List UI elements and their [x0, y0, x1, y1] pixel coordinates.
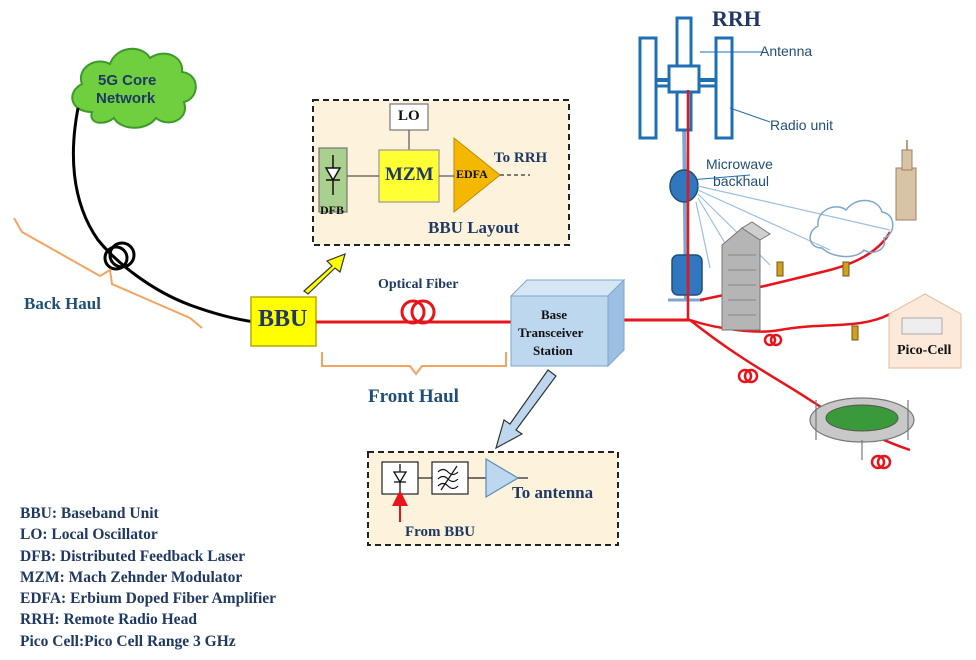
bts-box	[509, 278, 626, 368]
radio-unit-label: Radio unit	[770, 117, 834, 133]
core-network-label-2: Network	[96, 90, 156, 107]
rrh-title: RRH	[712, 6, 761, 31]
bts-label-1: Base	[541, 307, 567, 322]
bbu-box	[250, 296, 317, 347]
dfb-label: DFB	[320, 203, 344, 217]
front-haul-fiber	[316, 299, 690, 325]
pico-cell-house	[888, 293, 962, 369]
stadium-icon	[809, 397, 915, 460]
edfa-triangle	[453, 136, 501, 214]
legend-item: MZM: Mach Zehnder Modulator	[20, 568, 243, 586]
front-haul-label: Front Haul	[368, 386, 459, 407]
amplifier-triangle	[485, 457, 520, 499]
from-bbu-label: From BBU	[405, 524, 476, 540]
legend-item: RRH: Remote Radio Head	[20, 611, 197, 629]
bts-to-layout-arrow	[495, 369, 557, 450]
to-rrh-label: To RRH	[494, 150, 548, 166]
microwave-label-1: Microwave	[706, 156, 773, 172]
lo-box	[389, 103, 429, 131]
rrh-tower	[638, 16, 891, 302]
bbu-to-layout-arrow	[303, 253, 346, 295]
legend-item: Pico Cell:Pico Cell Range 3 GHz	[20, 632, 236, 650]
rrh-cloud-outline	[809, 199, 894, 258]
to-antenna-label: To antenna	[512, 483, 594, 502]
microwave-label-2: backhaul	[713, 173, 770, 189]
legend-item: BBU: Baseband Unit	[20, 505, 159, 522]
lo-label: LO	[398, 108, 420, 124]
core-network-label-1: 5G Core	[98, 72, 157, 89]
filter-box	[431, 461, 469, 495]
bts-label-2: Transceiver	[518, 325, 584, 340]
photodiode-icon	[392, 464, 408, 492]
building-icon	[721, 221, 771, 331]
legend: BBU: Baseband Unit LO: Local Oscillator …	[20, 503, 276, 652]
landmark-building-icon	[895, 140, 917, 221]
antenna-label: Antenna	[760, 43, 813, 59]
backhaul-cable	[71, 107, 256, 324]
mzm-label: MZM	[385, 164, 434, 185]
back-haul-label: Back Haul	[24, 294, 101, 313]
front-haul-bracket	[321, 352, 507, 376]
diode-icon	[324, 155, 342, 195]
bts-label-3: Station	[533, 343, 573, 358]
legend-item: LO: Local Oscillator	[20, 526, 158, 544]
bbu-label: BBU	[258, 306, 308, 332]
small-antenna-icons	[776, 261, 859, 341]
mzm-box	[378, 149, 440, 203]
filter-icon	[437, 465, 459, 491]
back-haul-bracket	[13, 217, 203, 329]
legend-item: EDFA: Erbium Doped Fiber Amplifier	[20, 590, 277, 608]
bbu-layout-title: BBU Layout	[428, 218, 520, 237]
bbu-layout-box	[312, 99, 570, 246]
optical-fiber-label: Optical Fiber	[378, 277, 459, 292]
pico-cell-label: Pico-Cell	[897, 343, 952, 358]
legend-item: DFB: Distributed Feedback Laser	[20, 547, 246, 565]
edfa-label: EDFA	[456, 167, 488, 181]
core-network-cloud	[71, 48, 197, 129]
